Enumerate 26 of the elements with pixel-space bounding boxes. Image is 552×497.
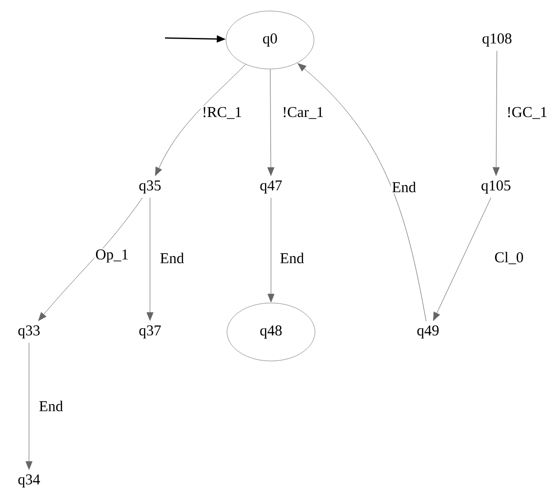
edge-label: !GC_1 [506, 106, 548, 120]
state-label: q33 [18, 325, 40, 339]
state-label: q108 [482, 33, 512, 47]
edge-label: End [158, 252, 186, 264]
edge-label: End [38, 400, 64, 412]
edge-label: !RC_1 [201, 106, 243, 120]
arrow [146, 198, 154, 321]
edge-label: End [278, 252, 306, 264]
arrow [155, 64, 246, 176]
state-label: q105 [482, 180, 510, 194]
arrow [268, 197, 274, 302]
arrow [267, 68, 274, 176]
state-label: q47 [260, 180, 282, 194]
state-label: q49 [417, 325, 439, 339]
edge-label: Op_1 [94, 248, 130, 264]
edge-label: End [390, 180, 418, 194]
state-label: q37 [139, 325, 161, 339]
arrow [26, 342, 32, 470]
edge-label: Cl_0 [493, 250, 525, 266]
state-label: q35 [139, 180, 161, 194]
edge-label: !Car_1 [281, 106, 325, 120]
arrow [38, 198, 143, 321]
arrow [492, 50, 500, 176]
arrow [433, 198, 492, 321]
state-label: q34 [18, 474, 40, 488]
arrow [298, 63, 426, 322]
